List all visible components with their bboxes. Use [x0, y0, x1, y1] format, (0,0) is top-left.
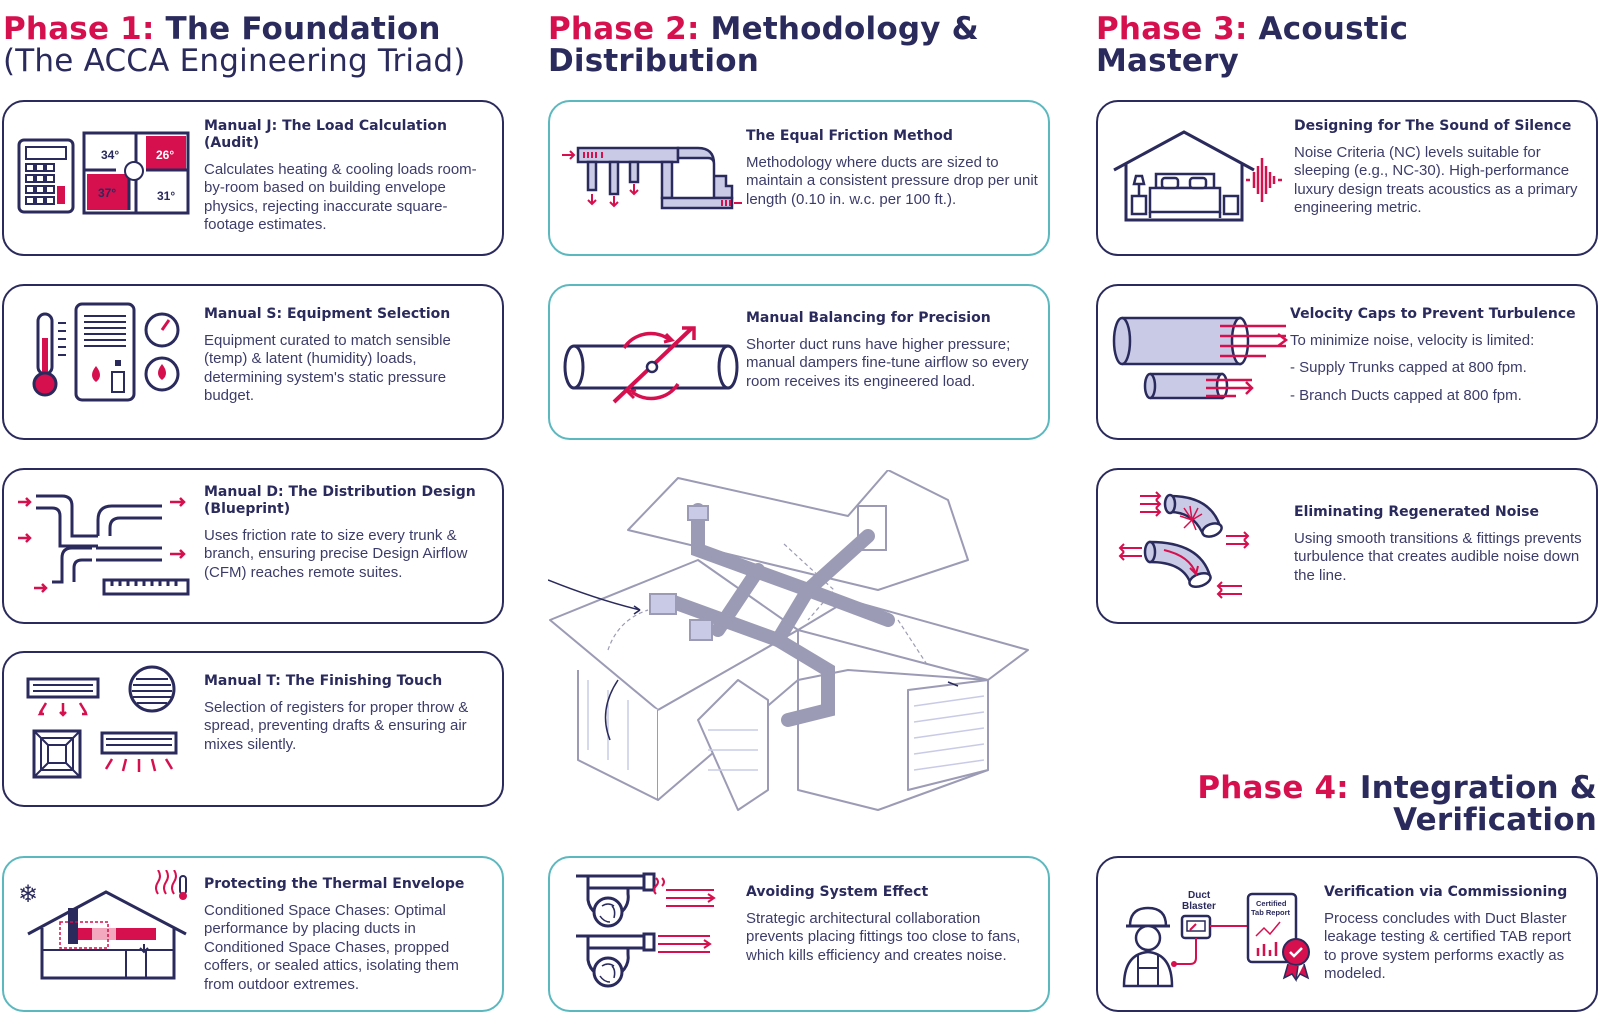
- system-effect-body: Strategic architectural collaboration pr…: [746, 910, 1021, 964]
- tab-report-label: Certified: [1256, 899, 1287, 908]
- duct-fittings-icon: [1118, 491, 1250, 599]
- phase2-title-line2: Distribution: [548, 43, 760, 79]
- temp-label: 37°: [98, 186, 116, 200]
- phase1-heading: Phase 1: The Foundation (The ACCA Engine…: [3, 13, 466, 77]
- manual-d-body: Uses friction rate to size every trunk &…: [204, 527, 468, 581]
- certified-seal-icon: [1282, 938, 1310, 983]
- phase3-heading: Phase 3: Acoustic Mastery: [1096, 13, 1408, 77]
- fan-system-icon: [576, 872, 716, 988]
- temp-label: 31°: [157, 189, 175, 203]
- commissioning-body: Process concludes with Duct Blaster leak…: [1324, 910, 1572, 983]
- phase2-prefix: Phase 2:: [548, 11, 700, 47]
- technician-icon: [1122, 906, 1174, 988]
- equal-friction-icon: [562, 146, 742, 210]
- distribution-design-icon: [18, 494, 190, 596]
- commissioning-card: Duct Blaster Certified Tab Report Verifi…: [1096, 856, 1598, 1012]
- phase2-title: Methodology &: [710, 11, 979, 47]
- temp-label: 26°: [156, 148, 174, 162]
- tab-report-label: Tab Report: [1251, 908, 1291, 917]
- velocity-caps-body: To minimize noise, velocity is limited:: [1290, 332, 1535, 349]
- commissioning-title: Verification via Commissioning: [1324, 884, 1568, 900]
- manual-j-card: 34° 26° 37° 31° Manual J: The Load Calcu…: [2, 100, 504, 256]
- sound-of-silence-card: Designing for The Sound of Silence Noise…: [1096, 100, 1598, 256]
- manual-s-title: Manual S: Equipment Selection: [204, 306, 451, 322]
- manual-balancing-title: Manual Balancing for Precision: [746, 310, 991, 326]
- equal-friction-body: Methodology where ducts are sized to mai…: [746, 154, 1038, 208]
- equal-friction-title: The Equal Friction Method: [746, 128, 953, 144]
- manual-j-title: Manual J: The Load Calculation (Audit): [204, 118, 447, 151]
- manual-j-body: Calculates heating & cooling loads room-…: [204, 161, 477, 234]
- sound-of-silence-title: Designing for The Sound of Silence: [1294, 118, 1572, 134]
- house-duct-illustration: [548, 470, 1029, 811]
- velocity-caps-title: Velocity Caps to Prevent Turbulence: [1290, 306, 1576, 322]
- heat-icon: [155, 870, 187, 900]
- manual-t-title: Manual T: The Finishing Touch: [204, 673, 443, 689]
- phase1-subtitle: (The ACCA Engineering Triad): [3, 43, 466, 79]
- snowflake-icon: ❄: [18, 881, 38, 908]
- system-effect-card: Avoiding System Effect Strategic archite…: [548, 856, 1050, 1012]
- duct-blaster-label: Blaster: [1182, 901, 1216, 912]
- equal-friction-card: The Equal Friction Method Methodology wh…: [548, 100, 1050, 256]
- manual-t-card: Manual T: The Finishing Touch Selection …: [2, 651, 504, 807]
- phase4-prefix: Phase 4:: [1197, 770, 1349, 806]
- load-calculation-icon: 34° 26° 37° 31°: [17, 131, 190, 215]
- thermal-envelope-card: ❄ Protecting the Thermal Envelope Condit…: [2, 856, 504, 1012]
- duct-blaster-device-icon: [1171, 914, 1212, 967]
- commissioning-icon: Duct Blaster Certified Tab Report: [1122, 890, 1310, 988]
- regenerated-noise-body: Using smooth transitions & fittings prev…: [1294, 530, 1582, 584]
- phase4-heading: Phase 4: Integration & Verification: [1197, 772, 1597, 836]
- temp-label: 34°: [101, 148, 119, 162]
- manual-s-body: Equipment curated to match sensible (tem…: [204, 332, 451, 405]
- velocity-cap-item: - Branch Ducts capped at 800 fpm.: [1290, 386, 1522, 404]
- damper-icon: [563, 326, 739, 404]
- phase3-title-line2: Mastery: [1096, 43, 1239, 79]
- phase4-title-line2: Verification: [1393, 802, 1597, 838]
- manual-t-body: Selection of registers for proper throw …: [204, 699, 469, 753]
- phase3-title: Acoustic: [1258, 11, 1409, 47]
- thermal-envelope-icon: ❄: [18, 870, 187, 980]
- regenerated-noise-card: Eliminating Regenerated Noise Using smoo…: [1096, 468, 1598, 624]
- quiet-bedroom-icon: [1113, 130, 1282, 222]
- equipment-selection-icon: [32, 302, 180, 402]
- manual-s-card: Manual S: Equipment Selection Equipment …: [2, 284, 504, 440]
- registers-icon: [26, 665, 178, 779]
- manual-balancing-card: Manual Balancing for Precision Shorter d…: [548, 284, 1050, 440]
- phase1-title: The Foundation: [165, 11, 441, 47]
- phase3-prefix: Phase 3:: [1096, 11, 1248, 47]
- manual-balancing-body: Shorter duct runs have higher pressure; …: [746, 336, 1029, 390]
- sound-of-silence-body: Noise Criteria (NC) levels suitable for …: [1294, 144, 1578, 217]
- thermal-envelope-body: Conditioned Space Chases: Optimal perfor…: [204, 902, 459, 993]
- manual-d-title: Manual D: The Distribution Design (Bluep…: [204, 484, 476, 517]
- system-effect-title: Avoiding System Effect: [746, 884, 929, 900]
- velocity-caps-card: Velocity Caps to Prevent Turbulence To m…: [1096, 284, 1598, 440]
- velocity-cap-item: - Supply Trunks capped at 800 fpm.: [1290, 359, 1527, 377]
- manual-d-card: Manual D: The Distribution Design (Bluep…: [2, 468, 504, 624]
- phase1-prefix: Phase 1:: [3, 11, 155, 47]
- regenerated-noise-title: Eliminating Regenerated Noise: [1294, 504, 1539, 520]
- phase2-heading: Phase 2: Methodology & Distribution: [548, 13, 979, 77]
- duct-blaster-label: Duct: [1188, 890, 1211, 901]
- duct-velocity-icon: [1112, 316, 1289, 400]
- thermal-envelope-title: Protecting the Thermal Envelope: [204, 876, 465, 892]
- phase4-title: Integration &: [1359, 770, 1597, 806]
